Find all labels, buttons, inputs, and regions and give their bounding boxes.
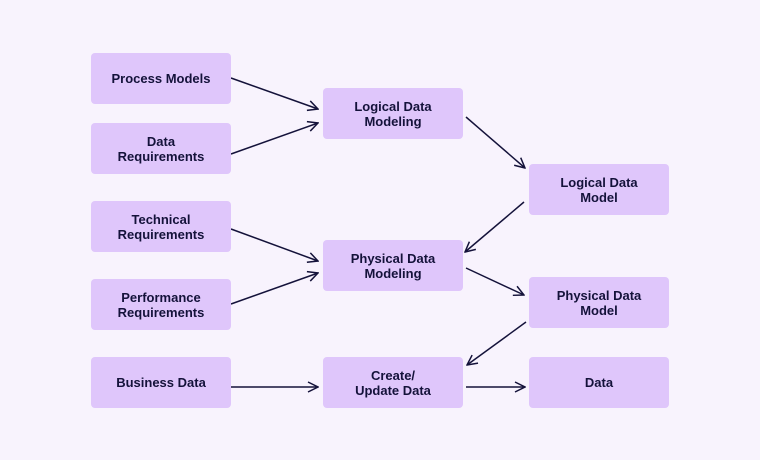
arrow-physical-modeling-to-physical-model (465, 267, 524, 295)
arrow-logical-modeling-to-logical-model (465, 116, 525, 168)
arrow-performance-requirements-to-physical-modeling (230, 273, 318, 305)
node-physical-data-model: Physical Data Model (529, 277, 669, 328)
node-create-update-data: Create/ Update Data (323, 357, 463, 408)
arrow-physical-model-to-create-update (467, 321, 527, 365)
arrow-logical-model-to-physical-modeling (465, 201, 525, 252)
node-physical-data-modeling: Physical Data Modeling (323, 240, 463, 291)
node-logical-data-model: Logical Data Model (529, 164, 669, 215)
node-data: Data (529, 357, 669, 408)
node-logical-data-modeling: Logical Data Modeling (323, 88, 463, 139)
node-data-requirements: Data Requirements (91, 123, 231, 174)
node-technical-requirements: Technical Requirements (91, 201, 231, 252)
arrow-process-models-to-logical-modeling (230, 77, 318, 109)
arrow-technical-requirements-to-physical-modeling (230, 228, 318, 261)
node-performance-requirements: Performance Requirements (91, 279, 231, 330)
node-process-models: Process Models (91, 53, 231, 104)
arrow-data-requirements-to-logical-modeling (230, 123, 318, 155)
node-business-data: Business Data (91, 357, 231, 408)
